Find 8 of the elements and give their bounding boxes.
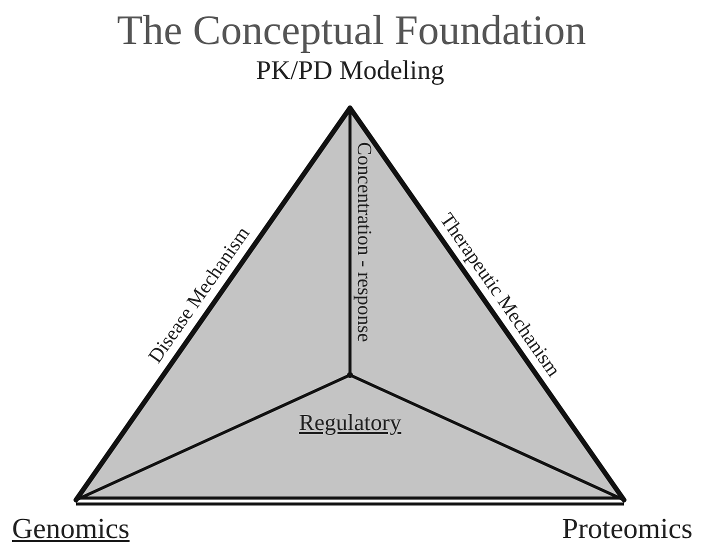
edge-label: Concentration - response xyxy=(352,142,375,342)
title: The Conceptual Foundation xyxy=(116,8,587,54)
connector-line xyxy=(76,496,624,506)
connector-line xyxy=(348,106,626,502)
vertex-label: Genomics xyxy=(12,514,130,546)
region-label: Regulatory xyxy=(299,410,402,436)
vertex-label: PK/PD Modeling xyxy=(256,56,444,86)
vertex-label: Proteomics xyxy=(562,514,692,546)
